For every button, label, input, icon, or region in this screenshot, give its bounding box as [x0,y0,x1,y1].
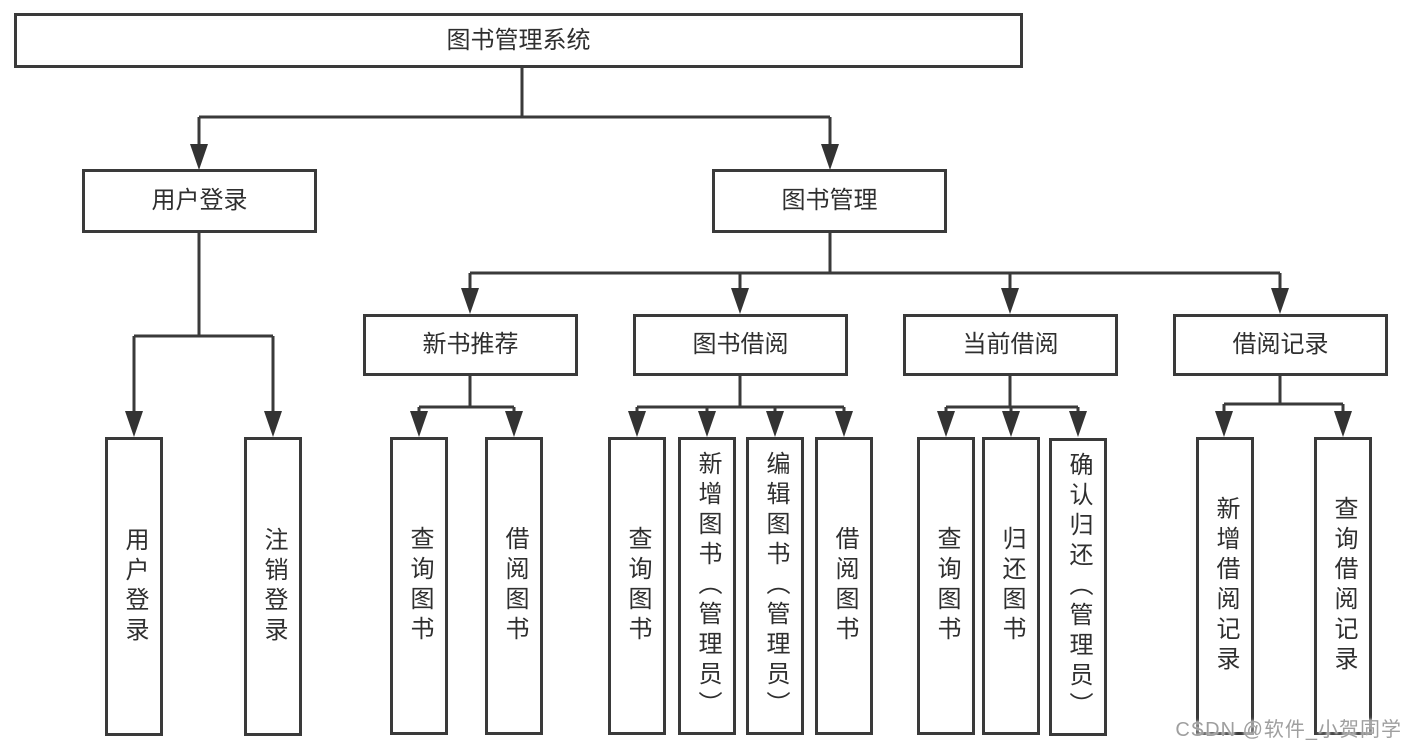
leaf-add-borrow-record-label: 新增借阅记录 [1212,496,1239,676]
leaf-user-login: 用户登录 [105,437,163,736]
node-user-login-label: 用户登录 [151,187,248,214]
node-new-book-recommend: 新书推荐 [363,314,578,376]
leaf-confirm-return-admin-label: 确认归还（管理员） [1065,452,1092,722]
leaf-query-books-new-label: 查询图书 [406,526,433,646]
leaf-borrow-books-label: 借阅图书 [831,526,858,646]
csdn-watermark: CSDN @软件_小贺同学 [1175,719,1402,741]
node-new-book-recommend-label: 新书推荐 [422,331,519,358]
leaf-logout: 注销登录 [244,437,302,736]
node-root-label: 图书管理系统 [446,26,591,54]
leaf-query-books-current: 查询图书 [917,437,975,735]
leaf-query-books-current-label: 查询图书 [933,526,960,646]
leaf-query-books-borrow: 查询图书 [608,437,666,735]
node-user-login: 用户登录 [82,169,317,233]
node-book-management: 图书管理 [712,169,947,233]
leaf-add-books-admin-label: 新增图书（管理员） [694,451,721,721]
leaf-return-books-label: 归还图书 [998,526,1025,646]
leaf-logout-label: 注销登录 [260,526,287,647]
node-current-borrow-label: 当前借阅 [962,331,1059,358]
leaf-borrow-books: 借阅图书 [815,437,873,735]
leaf-query-borrow-record-label: 查询借阅记录 [1330,496,1357,676]
leaf-edit-books-admin: 编辑图书（管理员） [746,437,804,735]
leaf-add-books-admin: 新增图书（管理员） [678,437,736,735]
leaf-query-books-borrow-label: 查询图书 [624,526,651,646]
node-borrow-records-label: 借阅记录 [1232,331,1329,358]
leaf-confirm-return-admin: 确认归还（管理员） [1049,438,1107,736]
leaf-query-books-new: 查询图书 [390,437,448,735]
node-book-borrow-label: 图书借阅 [692,331,789,358]
leaf-borrow-books-new-label: 借阅图书 [501,526,528,646]
leaf-query-borrow-record: 查询借阅记录 [1314,437,1372,735]
leaf-edit-books-admin-label: 编辑图书（管理员） [762,451,789,721]
arrowheads [125,144,1352,437]
node-borrow-records: 借阅记录 [1173,314,1388,376]
leaf-user-login-label: 用户登录 [121,526,148,647]
leaf-borrow-books-new: 借阅图书 [485,437,543,735]
leaf-add-borrow-record: 新增借阅记录 [1196,437,1254,735]
leaf-return-books: 归还图书 [982,437,1040,735]
node-book-borrow: 图书借阅 [633,314,848,376]
node-book-management-label: 图书管理 [781,187,878,214]
node-current-borrow: 当前借阅 [903,314,1118,376]
node-root-system: 图书管理系统 [14,13,1023,68]
